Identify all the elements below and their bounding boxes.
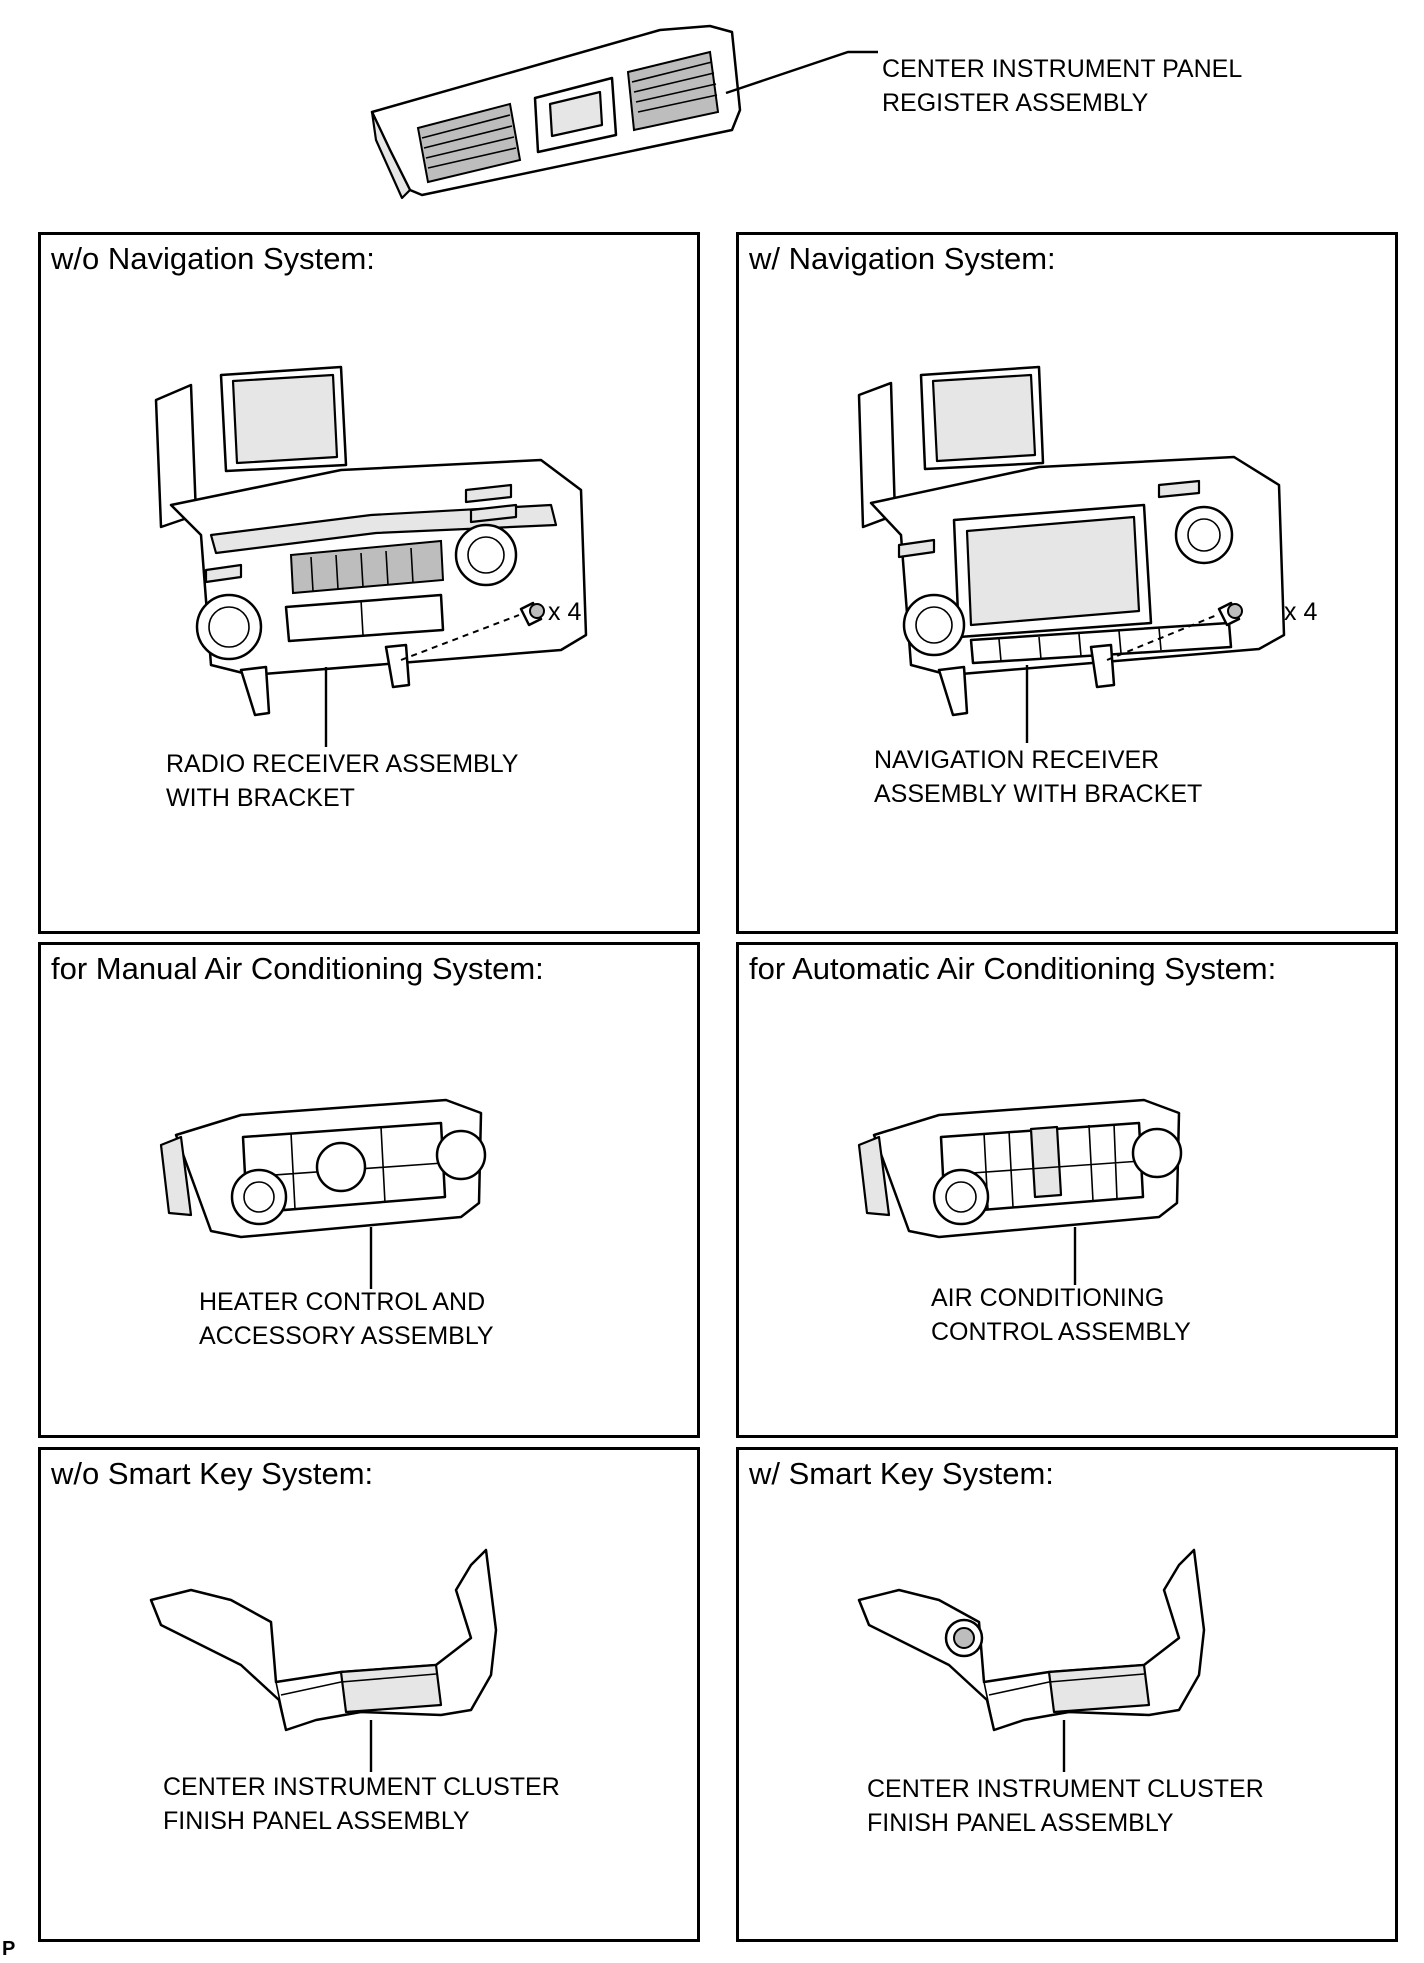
heater-control-illustration: [159, 1098, 487, 1289]
panel5-label-line1: CENTER INSTRUMENT CLUSTER: [163, 1773, 560, 1801]
panel5-label-line2: FINISH PANEL ASSEMBLY: [163, 1807, 470, 1835]
panel-title: for Manual Air Conditioning System:: [51, 951, 544, 986]
panel-wo-smart-key: w/o Smart Key System: CENTER INSTRUMENT …: [38, 1447, 700, 1942]
panel2-label-line2: ASSEMBLY WITH BRACKET: [874, 780, 1203, 808]
finish-panel-callout-1: CENTER INSTRUMENT CLUSTER FINISH PANEL A…: [163, 1770, 560, 1838]
finish-panel-illustration: [149, 1548, 498, 1772]
navigation-receiver-callout: NAVIGATION RECEIVER ASSEMBLY WITH BRACKE…: [874, 743, 1202, 811]
panel-title: w/o Navigation System:: [51, 241, 375, 276]
panel-title: w/ Navigation System:: [749, 241, 1056, 276]
panel6-label-line2: FINISH PANEL ASSEMBLY: [867, 1809, 1174, 1837]
panel3-label-line1: HEATER CONTROL AND: [199, 1288, 486, 1316]
finish-panel-callout-2: CENTER INSTRUMENT CLUSTER FINISH PANEL A…: [867, 1772, 1264, 1840]
register-callout-line1: CENTER INSTRUMENT PANEL: [882, 55, 1243, 83]
navigation-receiver-illustration: [857, 365, 1286, 743]
air-conditioning-control-callout: AIR CONDITIONING CONTROL ASSEMBLY: [931, 1281, 1191, 1349]
register-callout-line2: REGISTER ASSEMBLY: [882, 89, 1149, 117]
panel-wo-navigation: w/o Navigation System: x 4 RADIO RECEIVE…: [38, 232, 700, 934]
panel2-label-line1: NAVIGATION RECEIVER: [874, 746, 1160, 774]
register-leader-line: [725, 50, 878, 95]
panel-automatic-ac: for Automatic Air Conditioning System: A…: [736, 942, 1398, 1438]
register-assembly-illustration: [370, 24, 742, 200]
panel1-qty-label: x 4: [548, 598, 582, 626]
air-conditioning-control-illustration: [857, 1098, 1183, 1285]
panel-manual-ac: for Manual Air Conditioning System: HEAT…: [38, 942, 700, 1438]
register-assembly-callout: CENTER INSTRUMENT PANEL REGISTER ASSEMBL…: [882, 52, 1242, 120]
panel4-label-line2: CONTROL ASSEMBLY: [931, 1318, 1191, 1346]
radio-receiver-callout: RADIO RECEIVER ASSEMBLY WITH BRACKET: [166, 747, 518, 815]
panel-title: w/o Smart Key System:: [51, 1456, 374, 1491]
panel-w-smart-key: w/ Smart Key System: CENTER INSTRUMENT C…: [736, 1447, 1398, 1942]
panel-title: w/ Smart Key System:: [749, 1456, 1054, 1491]
heater-control-callout: HEATER CONTROL AND ACCESSORY ASSEMBLY: [199, 1285, 494, 1353]
panel1-label-line1: RADIO RECEIVER ASSEMBLY: [166, 750, 519, 778]
corner-mark: P: [2, 1938, 16, 1960]
panel3-label-line2: ACCESSORY ASSEMBLY: [199, 1322, 494, 1350]
panel-title: for Automatic Air Conditioning System:: [749, 951, 1277, 986]
panel2-qty-label: x 4: [1284, 598, 1318, 626]
panel4-label-line1: AIR CONDITIONING: [931, 1284, 1165, 1312]
panel1-label-line2: WITH BRACKET: [166, 784, 355, 812]
panel-w-navigation: w/ Navigation System: x 4 NAVIGATION REC…: [736, 232, 1398, 934]
finish-panel-smart-key-illustration: [857, 1548, 1206, 1772]
radio-receiver-illustration: [154, 365, 588, 747]
panel6-label-line1: CENTER INSTRUMENT CLUSTER: [867, 1775, 1264, 1803]
